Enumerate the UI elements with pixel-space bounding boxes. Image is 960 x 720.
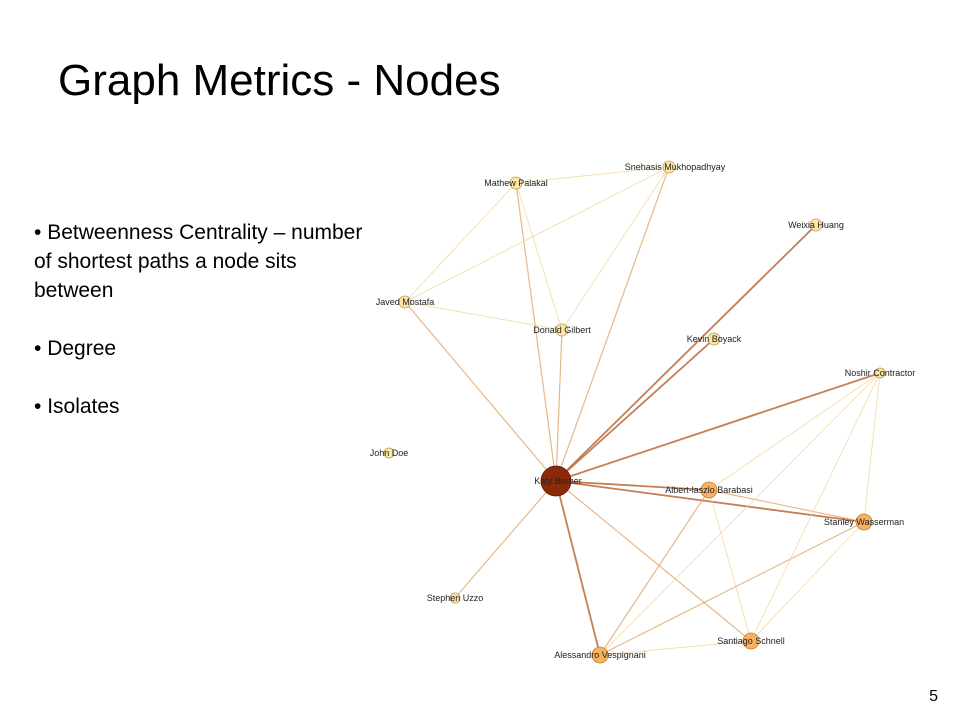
edge-stanley-santiago [750, 521, 865, 642]
node-circle-katy [540, 465, 572, 497]
edge-javed-donald [404, 301, 563, 331]
edge-donald-snehasis [561, 166, 670, 331]
edge-albert-alessandro [599, 489, 710, 656]
node-circle-javed [398, 295, 412, 309]
edge-katy-mathew [515, 182, 557, 482]
edge-katy-stanley [555, 480, 865, 523]
node-donald: Donald Gilbert [533, 323, 591, 337]
node-stephen: Stephen Uzzo [427, 592, 484, 604]
node-label-noshir: Noshir Contractor [845, 368, 916, 378]
node-circle-weixia [809, 218, 823, 232]
edge-mathew-javed [404, 182, 517, 303]
edge-stanley-alessandro [599, 521, 865, 656]
bullet-degree: Degree [34, 334, 364, 363]
node-weixia: Weixia Huang [788, 218, 844, 232]
node-noshir: Noshir Contractor [845, 367, 916, 379]
slide-title: Graph Metrics - Nodes [58, 56, 501, 105]
node-label-donald: Donald Gilbert [533, 325, 591, 335]
edge-layer [404, 166, 881, 656]
bullet-list: Betweenness Centrality – number of short… [34, 218, 364, 450]
edge-katy-kevin [555, 338, 715, 482]
node-kevin: Kevin Boyack [687, 332, 742, 346]
node-circle-donald [555, 323, 569, 337]
node-snehasis: Snehasis Mukhopadhyay [625, 160, 726, 174]
node-javed: Javed Mostafa [376, 295, 435, 309]
node-label-kevin: Kevin Boyack [687, 334, 742, 344]
node-katy: Katy Borner [534, 465, 582, 497]
node-albert: Albert-laszlo Barabasi [665, 481, 753, 499]
edge-katy-albert [555, 480, 710, 491]
edge-santiago-noshir [750, 372, 881, 642]
node-alessandro: Alessandro Vespignani [554, 646, 646, 664]
edge-alessandro-noshir [599, 372, 881, 656]
node-label-weixia: Weixia Huang [788, 220, 844, 230]
edge-katy-javed [404, 301, 557, 482]
edge-mathew-donald [515, 182, 563, 331]
page-number: 5 [929, 688, 938, 705]
edge-katy-santiago [555, 480, 752, 642]
edge-katy-noshir [555, 372, 881, 482]
node-label-john: John Doe [370, 448, 409, 458]
node-label-javed: Javed Mostafa [376, 297, 435, 307]
edge-javed-snehasis [404, 166, 670, 303]
node-label-mathew: Mathew Palakal [484, 178, 548, 188]
node-mathew: Mathew Palakal [484, 176, 548, 190]
bullet-isolates: Isolates [34, 392, 364, 421]
node-label-albert: Albert-laszlo Barabasi [665, 485, 753, 495]
node-circle-noshir [874, 367, 886, 379]
node-label-stanley: Stanley Wasserman [824, 517, 904, 527]
bullet-betweenness: Betweenness Centrality – number of short… [34, 218, 364, 305]
node-label-katy: Katy Borner [534, 476, 582, 486]
edge-albert-stanley [708, 489, 865, 523]
edge-katy-weixia [555, 224, 817, 482]
node-circle-mathew [509, 176, 523, 190]
node-circle-alessandro [591, 646, 609, 664]
edge-katy-stephen [454, 480, 557, 599]
node-santiago: Santiago Schnell [717, 632, 785, 650]
edge-mathew-snehasis [515, 166, 670, 184]
node-label-snehasis: Snehasis Mukhopadhyay [625, 162, 726, 172]
edge-albert-noshir [708, 372, 881, 491]
node-circle-albert [700, 481, 718, 499]
node-label-stephen: Stephen Uzzo [427, 593, 484, 603]
edge-albert-santiago [708, 489, 752, 642]
node-circle-stephen [449, 592, 461, 604]
edge-alessandro-santiago [599, 640, 752, 656]
node-john: John Doe [370, 447, 409, 459]
node-circle-santiago [742, 632, 760, 650]
edge-katy-snehasis [555, 166, 670, 482]
edge-katy-donald [555, 329, 563, 482]
node-label-santiago: Santiago Schnell [717, 636, 785, 646]
node-circle-stanley [855, 513, 873, 531]
edge-katy-alessandro [555, 480, 601, 656]
node-label-alessandro: Alessandro Vespignani [554, 650, 646, 660]
node-circle-john [383, 447, 395, 459]
node-circle-kevin [707, 332, 721, 346]
node-stanley: Stanley Wasserman [824, 513, 904, 531]
edge-stanley-noshir [863, 372, 881, 523]
node-circle-snehasis [662, 160, 676, 174]
